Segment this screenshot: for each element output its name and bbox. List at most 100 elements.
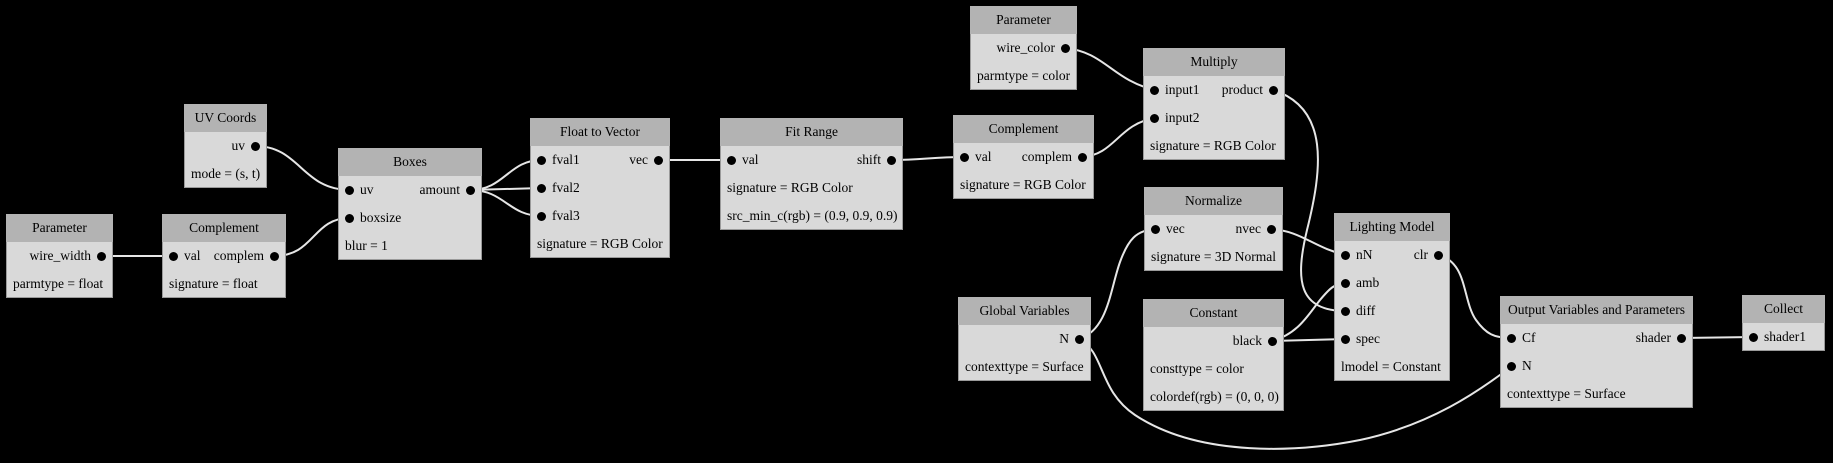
- output-port-clr[interactable]: [1434, 250, 1443, 260]
- node-attr: lmodel = Constant: [1341, 359, 1441, 374]
- input-port-input2[interactable]: [1150, 113, 1159, 123]
- port-label: amb: [1356, 275, 1380, 290]
- node-lighting-model[interactable]: Lighting Model nN clr amb diff spec lmod…: [1334, 213, 1450, 381]
- input-port-diff[interactable]: [1341, 306, 1350, 316]
- node-attr: parmtype = color: [977, 68, 1071, 83]
- input-port-uv[interactable]: [345, 185, 354, 195]
- node-title: Boxes: [338, 148, 482, 176]
- edge-N-to-vec[interactable]: [1078, 228, 1157, 340]
- output-port-wire-width[interactable]: [97, 251, 106, 261]
- port-label: input2: [1165, 110, 1200, 125]
- port-label: wire_color: [996, 40, 1055, 55]
- node-normalize[interactable]: Normalize vec nvec signature = 3D Normal: [1144, 187, 1283, 271]
- input-port-val[interactable]: [169, 251, 178, 261]
- node-title: Output Variables and Parameters: [1500, 296, 1693, 324]
- node-title: Complement: [162, 214, 286, 242]
- input-port-Cf[interactable]: [1507, 333, 1516, 343]
- node-attr: parmtype = float: [13, 276, 104, 291]
- input-port-val[interactable]: [727, 155, 736, 165]
- output-port-uv[interactable]: [251, 141, 260, 151]
- node-collect[interactable]: Collect shader1: [1742, 295, 1825, 351]
- output-port-vec[interactable]: [654, 155, 663, 165]
- node-attr: signature = float: [169, 276, 258, 291]
- input-port-nN[interactable]: [1341, 250, 1350, 260]
- node-title: Global Variables: [958, 297, 1091, 325]
- port-label: N: [1059, 331, 1069, 346]
- node-title: Complement: [953, 115, 1094, 143]
- port-label: shift: [856, 152, 881, 167]
- port-label: vec: [629, 152, 648, 167]
- port-label: shader: [1635, 330, 1671, 345]
- output-port-shift[interactable]: [887, 155, 896, 165]
- port-label: vec: [1166, 221, 1185, 236]
- node-fit-range[interactable]: Fit Range val shift signature = RGB Colo…: [720, 118, 903, 230]
- port-label: val: [742, 152, 759, 167]
- edge-product-to-diff[interactable]: [1272, 89, 1347, 312]
- port-label: wire_width: [29, 248, 92, 263]
- port-label: uv: [360, 182, 374, 197]
- output-port-complem[interactable]: [270, 251, 279, 261]
- port-label: complem: [213, 248, 264, 263]
- input-port-fval2[interactable]: [537, 183, 546, 193]
- node-title: Normalize: [1144, 187, 1283, 215]
- node-complement-1[interactable]: Complement val complem signature = float: [162, 214, 286, 298]
- node-global-variables[interactable]: Global Variables N contexttype = Surface: [958, 297, 1091, 381]
- port-label: Cf: [1522, 330, 1536, 345]
- input-port-shader1[interactable]: [1749, 332, 1758, 342]
- output-port-amount[interactable]: [466, 185, 475, 195]
- node-float-to-vector[interactable]: Float to Vector fval1 vec fval2 fval3 si…: [530, 118, 670, 258]
- input-port-fval1[interactable]: [537, 155, 546, 165]
- node-title: UV Coords: [184, 104, 267, 132]
- edge-uv-to-uv[interactable]: [254, 145, 351, 191]
- input-port-spec[interactable]: [1341, 334, 1350, 344]
- input-port-amb[interactable]: [1341, 278, 1350, 288]
- output-port-complem[interactable]: [1078, 152, 1087, 162]
- edge-black-to-spec[interactable]: [1271, 338, 1347, 342]
- node-attr: signature = RGB Color: [727, 180, 853, 195]
- edge-clr-to-Cf[interactable]: [1437, 254, 1513, 339]
- node-constant[interactable]: Constant black consttype = color colorde…: [1143, 299, 1284, 411]
- output-port-wire-color[interactable]: [1061, 43, 1070, 53]
- node-output-variables[interactable]: Output Variables and Parameters Cf shade…: [1500, 296, 1693, 408]
- output-port-product[interactable]: [1269, 85, 1278, 95]
- edge-N-to-output-N[interactable]: [1078, 338, 1513, 450]
- port-label: fval2: [552, 180, 580, 195]
- output-port-shader[interactable]: [1677, 333, 1686, 343]
- edge-wire-color-to-input1[interactable]: [1064, 47, 1156, 91]
- input-port-input1[interactable]: [1150, 85, 1159, 95]
- port-label: fval1: [552, 152, 580, 167]
- node-uv-coords[interactable]: UV Coords uv mode = (s, t): [184, 104, 267, 188]
- port-label: boxsize: [360, 210, 402, 225]
- node-boxes[interactable]: Boxes uv amount boxsize blur = 1: [338, 148, 482, 260]
- edge-shader-to-shader1[interactable]: [1680, 336, 1755, 339]
- node-attr: signature = RGB Color: [1150, 138, 1276, 153]
- input-port-N[interactable]: [1507, 361, 1516, 371]
- node-title: Collect: [1742, 295, 1825, 323]
- node-parameter-wire-width[interactable]: Parameter wire_width parmtype = float: [6, 214, 113, 298]
- port-label: nvec: [1235, 221, 1261, 236]
- input-port-vec[interactable]: [1151, 224, 1160, 234]
- output-port-nvec[interactable]: [1267, 224, 1276, 234]
- port-label: diff: [1356, 303, 1376, 318]
- port-label: val: [184, 248, 201, 263]
- port-label: N: [1522, 358, 1532, 373]
- port-label: black: [1232, 333, 1262, 348]
- node-title: Lighting Model: [1334, 213, 1450, 241]
- input-port-val[interactable]: [960, 152, 969, 162]
- node-complement-2[interactable]: Complement val complem signature = RGB C…: [953, 115, 1094, 199]
- output-port-black[interactable]: [1268, 336, 1277, 346]
- node-title: Constant: [1143, 299, 1284, 327]
- output-port-N[interactable]: [1075, 334, 1084, 344]
- node-attr: signature = RGB Color: [537, 236, 663, 251]
- node-attr: colordef(rgb) = (0, 0, 0): [1150, 389, 1279, 404]
- input-port-fval3[interactable]: [537, 211, 546, 221]
- node-title: Float to Vector: [530, 118, 670, 146]
- input-port-boxsize[interactable]: [345, 213, 354, 223]
- node-parameter-wire-color[interactable]: Parameter wire_color parmtype = color: [970, 6, 1077, 90]
- node-attr: signature = RGB Color: [960, 177, 1086, 192]
- port-label: spec: [1356, 331, 1380, 346]
- node-attr: contexttype = Surface: [1507, 386, 1626, 401]
- node-multiply[interactable]: Multiply input1 product input2 signature…: [1143, 48, 1285, 160]
- node-attr: contexttype = Surface: [965, 359, 1084, 374]
